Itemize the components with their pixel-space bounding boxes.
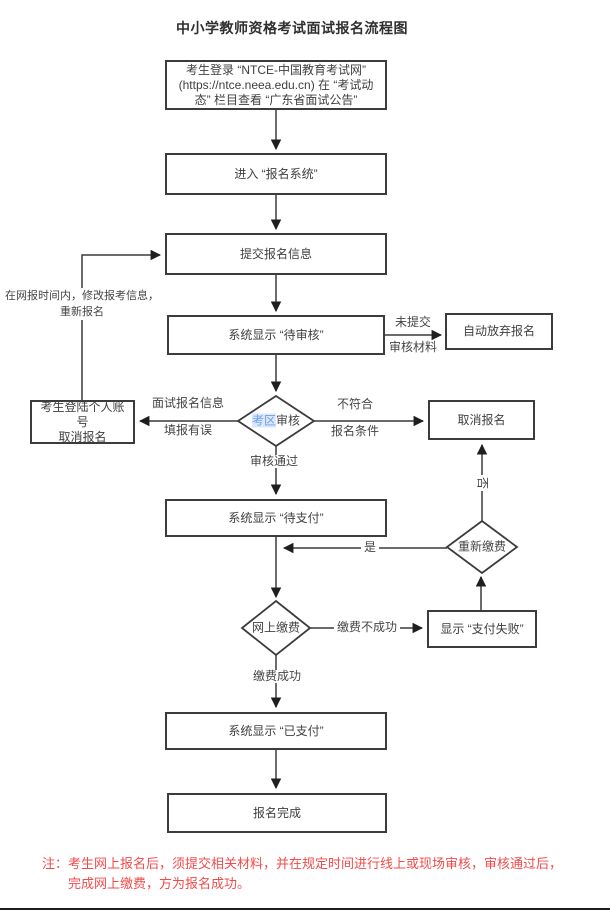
edge-label-info-error-1: 面试报名信息 <box>151 396 225 410</box>
box-done-label: 报名完成 <box>252 805 301 820</box>
edge-label-yes: 是 <box>360 541 380 554</box>
box-cancel-account-label: 考生登陆个人账号 取消报名 <box>37 400 128 445</box>
bottom-divider <box>0 908 610 910</box>
box-done: 报名完成 <box>167 793 387 833</box>
box-pending-pay: 系统显示 “待支付” <box>165 499 387 537</box>
footnote-line2: 完成网上缴费，方为报名成功。 <box>68 876 251 891</box>
box-paid-label: 系统显示 “已支付” <box>228 723 324 738</box>
box-enter-system-label: 进入 “报名系统” <box>234 166 318 181</box>
box-login-ntce: 考生登录 “NTCE-中国教育考试网” (https://ntce.neea.e… <box>165 60 387 110</box>
box-cancel-account: 考生登陆个人账号 取消报名 <box>30 400 135 444</box>
box-paid: 系统显示 “已支付” <box>165 712 387 750</box>
edge-label-modify: 在网报时间内，修改报考信息， 重新报名 <box>5 288 159 320</box>
box-auto-abandon: 自动放弃报名 <box>445 313 553 350</box>
box-cancel-account-line1: 考生登陆个人账号 <box>40 399 125 429</box>
diamond-area-review-highlight: 考区 <box>251 413 276 428</box>
diamond-repay-shape <box>445 519 519 575</box>
edge-label-pay-success: 缴费成功 <box>249 670 305 683</box>
box-submit-info-label: 提交报名信息 <box>239 246 312 261</box>
box-pay-failed-label: 显示 “支付失败” <box>440 621 524 636</box>
diamond-repay-label: 重新缴费 <box>457 539 507 554</box>
arrow-cancel-account-to-submit <box>81 249 162 400</box>
edge-label-modify-line2: 重新报名 <box>60 306 104 318</box>
diamond-online-pay-shape <box>240 599 312 657</box>
box-cancel-signup-label: 取消报名 <box>457 412 506 427</box>
box-pending-review-label: 系统显示 “待审核” <box>228 327 324 342</box>
box-pending-review: 系统显示 “待审核” <box>167 315 385 355</box>
edge-label-modify-line1: 在网报时间内，修改报考信息， <box>5 290 159 302</box>
box-enter-system: 进入 “报名系统” <box>165 153 387 195</box>
edge-label-not-qualified-1: 不符合 <box>336 397 374 411</box>
box-pending-pay-label: 系统显示 “待支付” <box>228 510 324 525</box>
footnote-line1: 注：考生网上报名后，须提交相关材料，并在规定时间进行线上或现场审核，审核通过后， <box>42 856 563 871</box>
diamond-area-review-rest: 审核 <box>276 413 301 428</box>
edge-label-no: 否 <box>475 474 490 492</box>
edge-label-approved: 审核通过 <box>246 455 302 468</box>
box-submit-info: 提交报名信息 <box>165 233 387 275</box>
box-pay-failed: 显示 “支付失败” <box>427 610 537 648</box>
box-auto-abandon-label: 自动放弃报名 <box>462 324 535 338</box>
diamond-area-review-shape <box>236 394 316 448</box>
edge-label-not-submitted-2: 审核材料 <box>388 340 438 354</box>
diamond-online-pay-label: 网上缴费 <box>251 620 301 635</box>
page-title: 中小学教师资格考试面试报名流程图 <box>176 20 408 36</box>
box-cancel-account-line2: 取消报名 <box>58 429 107 444</box>
edge-label-info-error-2: 填报有误 <box>163 423 213 437</box>
edge-label-not-qualified-2: 报名条件 <box>330 424 380 438</box>
box-cancel-signup: 取消报名 <box>428 400 535 440</box>
edge-label-not-submitted-1: 未提交 <box>394 315 432 329</box>
box-login-ntce-label: 考生登录 “NTCE-中国教育考试网” (https://ntce.neea.e… <box>178 62 374 107</box>
edge-label-pay-fail: 缴费不成功 <box>333 621 401 634</box>
diamond-area-review-label: 考区审核 <box>251 413 301 428</box>
